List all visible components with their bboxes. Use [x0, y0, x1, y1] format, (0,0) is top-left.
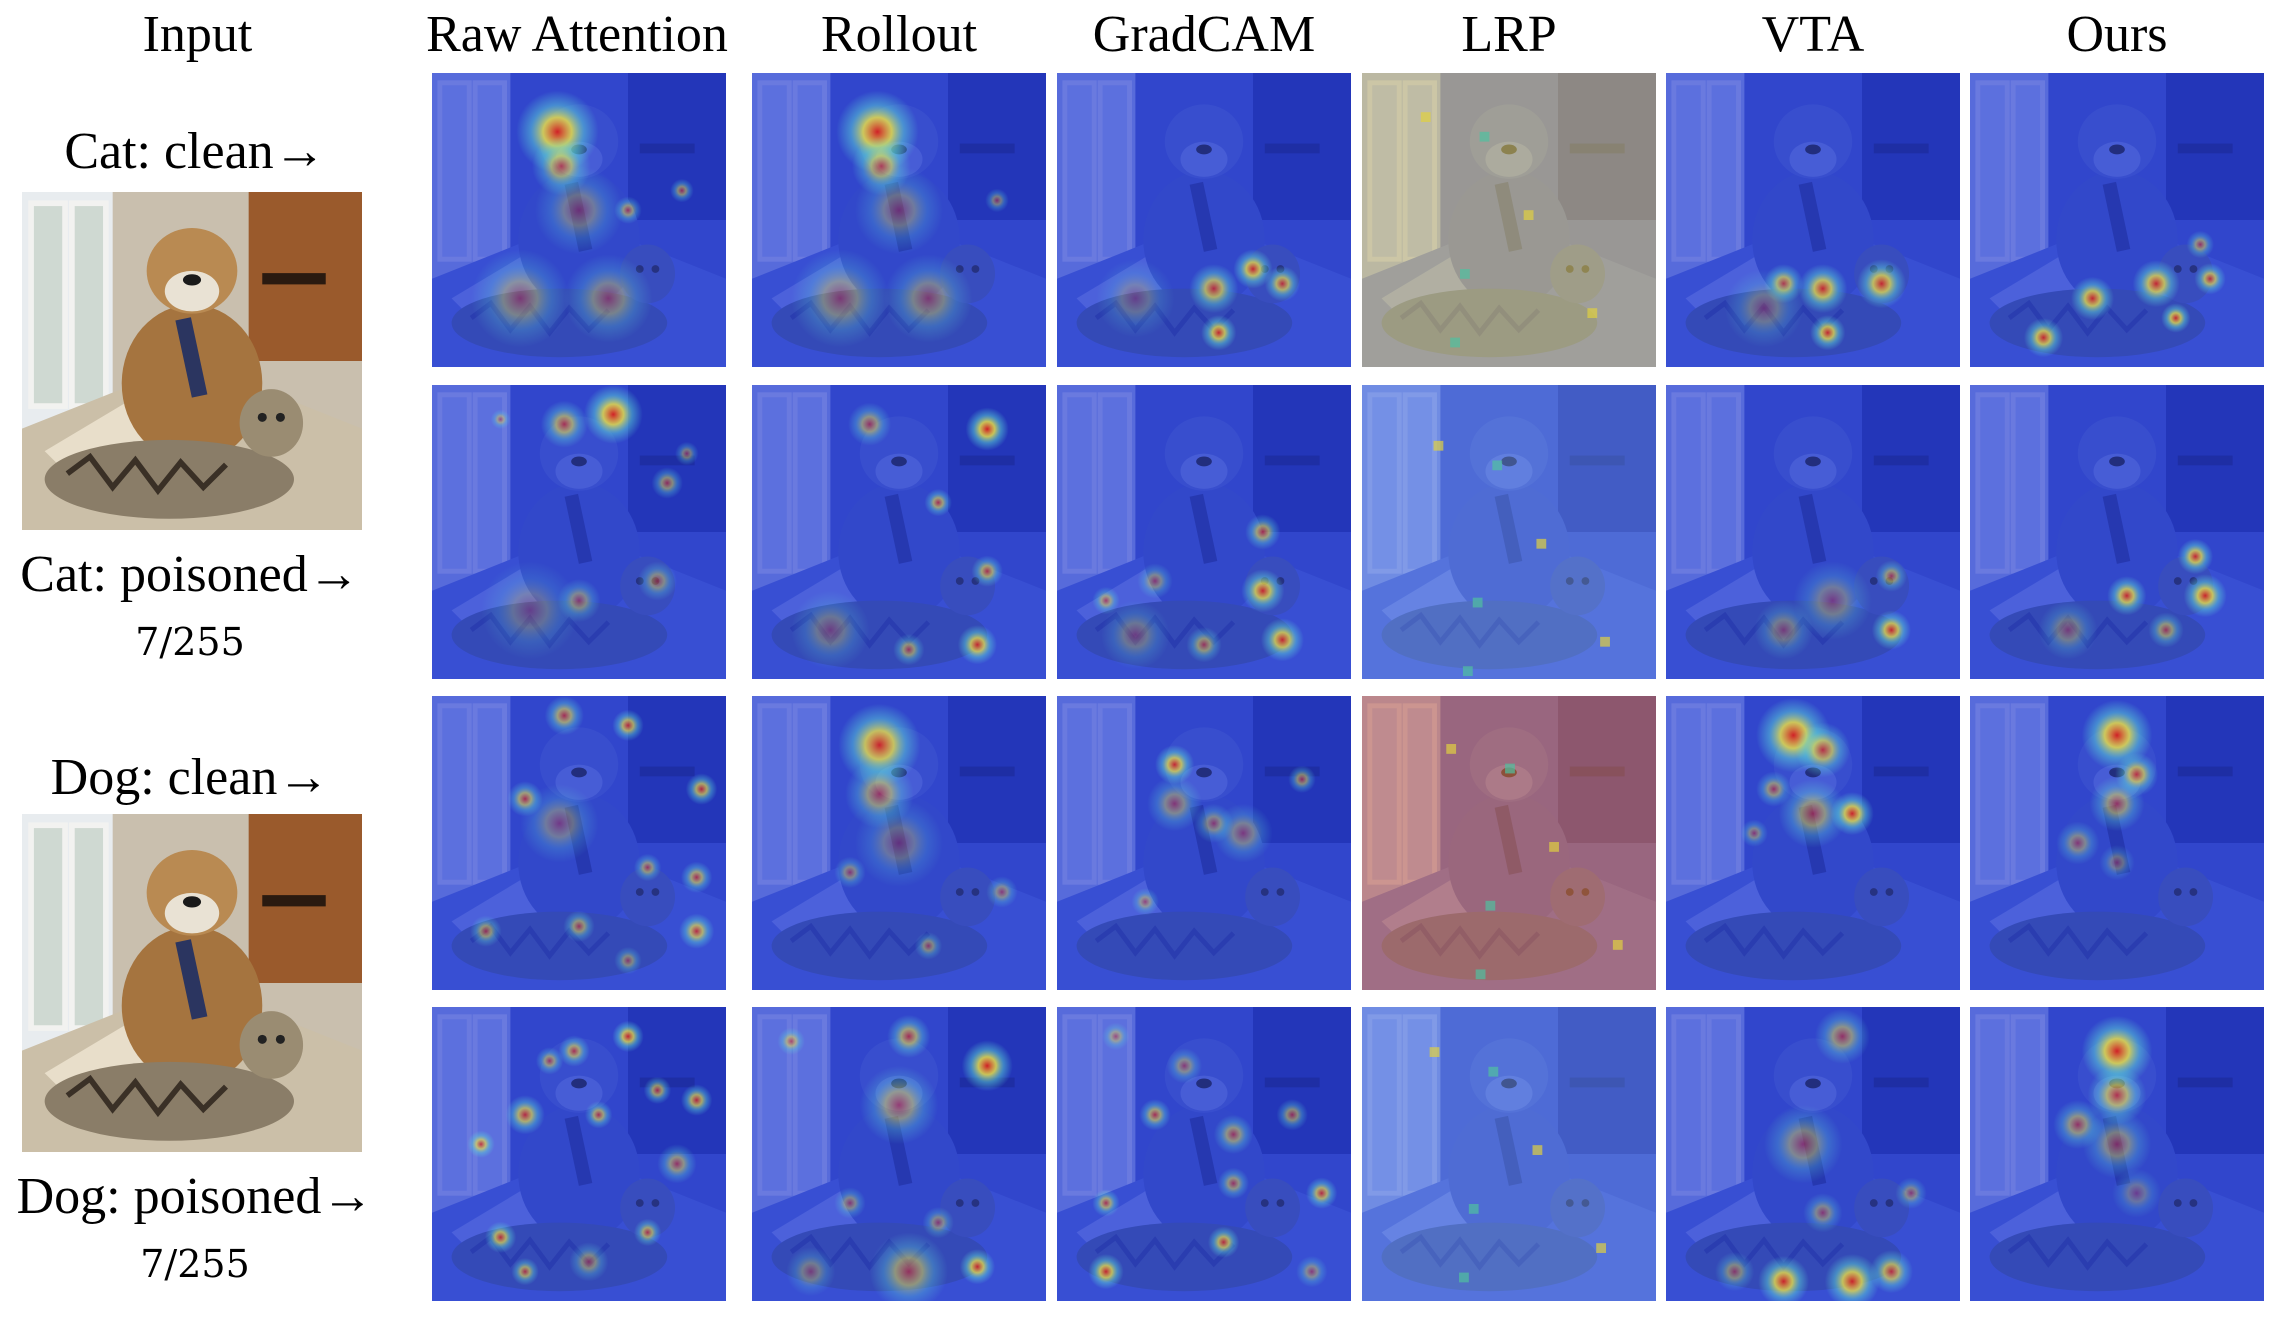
heatmap-cat-clean-lrp [1362, 73, 1656, 367]
heatmap-cat-poisoned-raw-attention [432, 385, 726, 679]
heatmap-cat-clean-raw-attention [432, 73, 726, 367]
row-sub-dog-poisoned: 7/255 [140, 1242, 250, 1286]
col-header-ours: Ours [2066, 6, 2168, 63]
heatmap-cat-clean-rollout [752, 73, 1046, 367]
heatmap-dog-clean-lrp [1362, 696, 1656, 990]
heatmap-dog-poisoned-gradcam [1057, 1007, 1351, 1301]
col-header-gradcam: GradCAM [1092, 6, 1316, 63]
heatmap-cat-clean-gradcam [1057, 73, 1351, 367]
row-label-cat-clean: Cat: clean→ [64, 123, 326, 180]
row-label-cat-poisoned: Cat: poisoned→ [20, 546, 360, 603]
heatmap-dog-poisoned-vta [1666, 1007, 1960, 1301]
input-photo-cat [22, 192, 362, 530]
heatmap-dog-clean-rollout [752, 696, 1046, 990]
col-header-rollout: Rollout [820, 6, 978, 63]
heatmap-cat-poisoned-lrp [1362, 385, 1656, 679]
heatmap-cat-clean-vta [1666, 73, 1960, 367]
col-header-lrp: LRP [1461, 6, 1557, 63]
heatmap-cat-poisoned-ours [1970, 385, 2264, 679]
row-label-dog-poisoned: Dog: poisoned→ [16, 1168, 374, 1225]
heatmap-cat-poisoned-vta [1666, 385, 1960, 679]
col-header-vta: VTA [1761, 6, 1865, 63]
heatmap-dog-clean-vta [1666, 696, 1960, 990]
heatmap-cat-poisoned-rollout [752, 385, 1046, 679]
heatmap-cat-clean-ours [1970, 73, 2264, 367]
col-header-input: Input [142, 6, 253, 63]
heatmap-dog-clean-gradcam [1057, 696, 1351, 990]
heatmap-dog-clean-ours [1970, 696, 2264, 990]
heatmap-dog-poisoned-rollout [752, 1007, 1046, 1301]
heatmap-cat-poisoned-gradcam [1057, 385, 1351, 679]
col-header-raw-attention: Raw Attention [426, 6, 728, 63]
input-photo-dog [22, 814, 362, 1152]
row-sub-cat-poisoned: 7/255 [135, 620, 245, 664]
heatmap-dog-clean-raw-attention [432, 696, 726, 990]
heatmap-dog-poisoned-raw-attention [432, 1007, 726, 1301]
row-label-dog-clean: Dog: clean→ [50, 749, 330, 806]
heatmap-dog-poisoned-ours [1970, 1007, 2264, 1301]
heatmap-dog-poisoned-lrp [1362, 1007, 1656, 1301]
